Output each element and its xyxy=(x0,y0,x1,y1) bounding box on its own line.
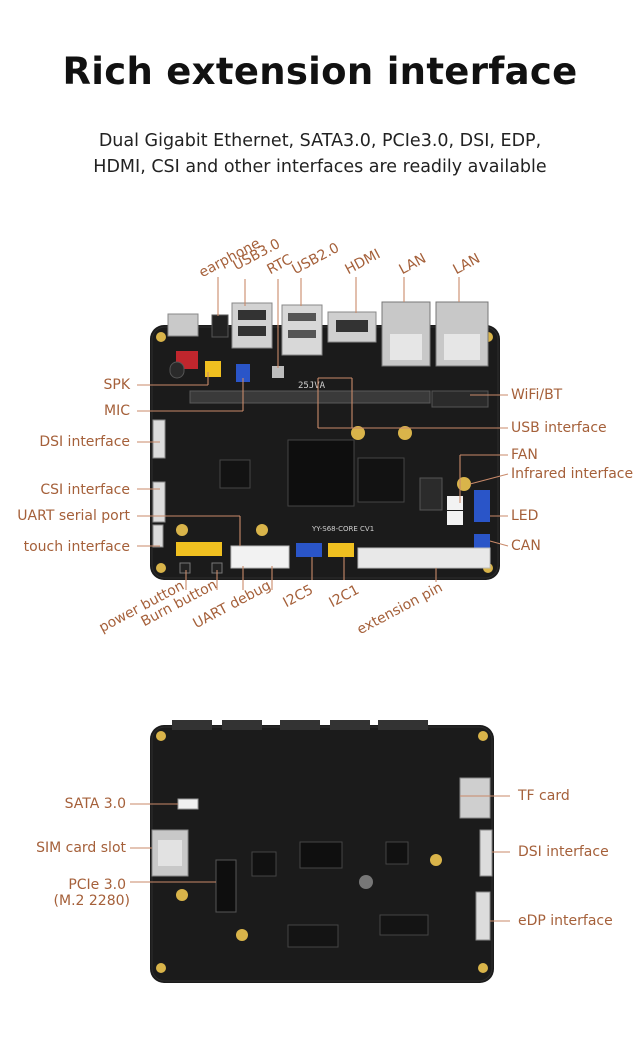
label-uart-serial: UART serial port xyxy=(17,508,130,524)
page-title: Rich extension interface xyxy=(62,50,578,93)
top-board-image: 25JVA YY-S68-CORE CV1 xyxy=(150,301,500,580)
label-pcie: PCIe 3.0 xyxy=(68,877,126,893)
bottom-board-leader-lines xyxy=(130,795,510,922)
label-fan: FAN xyxy=(511,447,538,463)
page-subtitle: Dual Gigabit Ethernet, SATA3.0, PCIe3.0,… xyxy=(0,128,640,180)
label-sata: SATA 3.0 xyxy=(64,796,126,812)
label-can: CAN xyxy=(511,538,541,554)
label-tf-card: TF card xyxy=(518,788,570,804)
silk-25jva: 25JVA xyxy=(298,381,326,391)
label-sim-slot: SIM card slot xyxy=(36,840,126,856)
label-edp: eDP interface xyxy=(518,913,613,929)
label-touch: touch interface xyxy=(23,539,130,555)
subtitle-line-1: Dual Gigabit Ethernet, SATA3.0, PCIe3.0,… xyxy=(98,131,542,151)
bottom-board-image xyxy=(150,720,494,983)
label-dsi-bottom: DSI interface xyxy=(518,844,609,860)
top-board-leader-lines xyxy=(137,277,509,590)
label-spk: SPK xyxy=(103,377,130,393)
label-csi: CSI interface xyxy=(40,482,130,498)
label-wifi-bt: WiFi/BT xyxy=(511,387,563,403)
subtitle-line-2: HDMI, CSI and other interfaces are readi… xyxy=(93,157,547,177)
label-mic: MIC xyxy=(104,403,130,419)
label-m2: (M.2 2280) xyxy=(53,893,130,909)
silk-core: YY-S68-CORE CV1 xyxy=(311,525,374,533)
label-led: LED xyxy=(511,508,539,524)
label-infrared: Infrared interface xyxy=(511,466,634,482)
label-usb-interface: USB interface xyxy=(511,420,607,436)
label-dsi-top: DSI interface xyxy=(39,434,130,450)
